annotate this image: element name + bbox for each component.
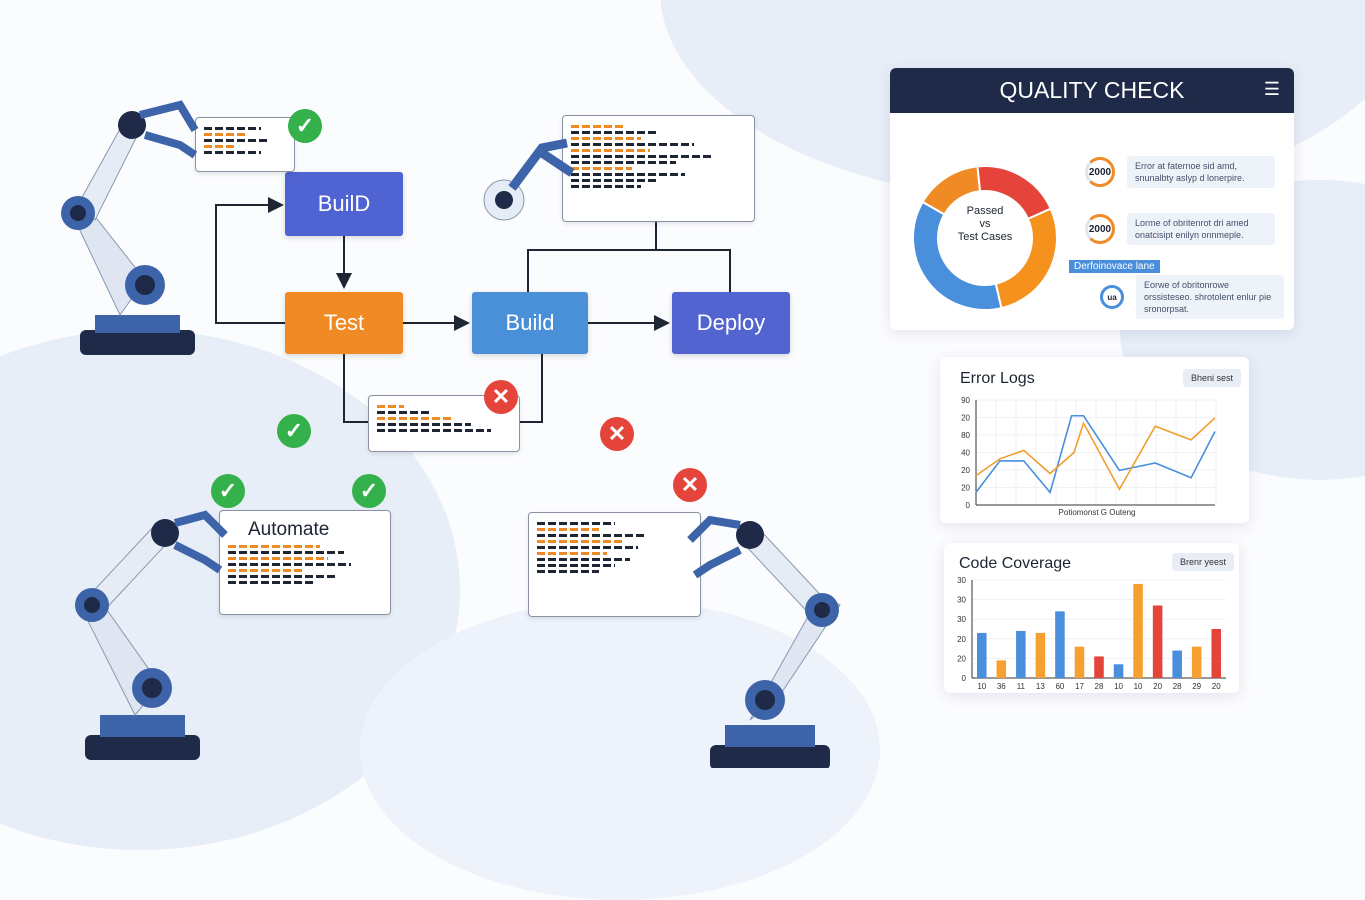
code-snippet bbox=[528, 512, 701, 617]
flow-node-deploy[interactable]: Deploy bbox=[672, 292, 790, 354]
bar bbox=[1113, 664, 1124, 678]
donut-label-line: Test Cases bbox=[957, 231, 1013, 243]
x-tick-label: 10 bbox=[1134, 682, 1143, 691]
x-axis-label: Potiomonst G Outeng bbox=[1059, 508, 1136, 517]
donut-label-line: Passed bbox=[966, 205, 1004, 217]
x-tick-label: 17 bbox=[1075, 682, 1084, 691]
x-tick-label: 36 bbox=[997, 682, 1006, 691]
x-tick-label: 28 bbox=[1173, 682, 1182, 691]
performance-label: Derfoinovace lane bbox=[1069, 260, 1160, 273]
y-tick-label: 20 bbox=[957, 635, 966, 644]
quality-header: QUALITY CHECK ☰ bbox=[890, 68, 1294, 113]
quality-check-panel: QUALITY CHECK ☰ Passed vs Test Cases 200… bbox=[890, 68, 1294, 330]
x-tick-label: 10 bbox=[1114, 682, 1123, 691]
stat-ring: 2000 bbox=[1085, 157, 1115, 187]
y-tick-label: 20 bbox=[961, 466, 970, 475]
robot-arm-icon bbox=[75, 510, 228, 760]
error-x-icon: ✕ bbox=[673, 468, 707, 502]
stat-row: 2000 Error at faternoe sid amd, snunalbty… bbox=[1085, 156, 1275, 188]
bar bbox=[1133, 583, 1143, 678]
flow-node-build-1[interactable]: BuilD bbox=[285, 172, 403, 236]
bar bbox=[1094, 656, 1104, 678]
bar bbox=[1055, 611, 1065, 678]
y-tick-label: 90 bbox=[961, 396, 970, 405]
check-icon: ✓ bbox=[288, 109, 322, 143]
bar bbox=[1172, 650, 1182, 678]
code-snippet bbox=[195, 117, 295, 172]
x-tick-label: 20 bbox=[1212, 682, 1221, 691]
bar bbox=[1035, 632, 1046, 678]
flow-node-test[interactable]: Test bbox=[285, 292, 403, 354]
y-tick-label: 0 bbox=[966, 501, 971, 510]
bar bbox=[977, 632, 987, 678]
donut-label-line: vs bbox=[979, 218, 991, 230]
x-tick-label: 28 bbox=[1095, 682, 1104, 691]
donut-center-label: Passed vs Test Cases bbox=[950, 205, 1020, 244]
bar bbox=[1191, 646, 1202, 678]
donut-segment bbox=[912, 200, 1003, 311]
y-tick-label: 30 bbox=[957, 576, 966, 585]
code-coverage-chart: 0 20 20 30 30 30 10 36 11 13 60 17 28 10 10 20 28 29 20 bbox=[957, 576, 1226, 691]
stat-row: ua Eorwe of obritonrowe orssisteseo. shro… bbox=[1100, 275, 1284, 319]
x-tick-label: 10 bbox=[977, 682, 986, 691]
robot-arm-icon bbox=[61, 100, 199, 355]
flow-connectors bbox=[215, 197, 731, 423]
donut-chart bbox=[912, 165, 1058, 311]
line-series-blue bbox=[975, 414, 1216, 495]
check-icon: ✓ bbox=[211, 474, 245, 508]
y-tick-label: 30 bbox=[957, 615, 966, 624]
code-coverage-button[interactable]: Brenr yeest bbox=[1172, 553, 1235, 571]
y-tick-label: 30 bbox=[957, 596, 966, 605]
bar bbox=[1016, 630, 1026, 678]
x-tick-label: 20 bbox=[1153, 682, 1162, 691]
flow-node-build-2[interactable]: Build bbox=[472, 292, 588, 354]
x-tick-label: 60 bbox=[1055, 682, 1064, 691]
error-x-icon: ✕ bbox=[600, 417, 634, 451]
check-icon: ✓ bbox=[352, 474, 386, 508]
error-logs-button[interactable]: Bheni sest bbox=[1183, 369, 1242, 387]
bar bbox=[1211, 629, 1221, 678]
y-tick-label: 40 bbox=[961, 449, 970, 458]
stat-row: 2000 Lorme of obritenrot dri amed onatcis… bbox=[1085, 213, 1275, 245]
code-coverage-panel: Code Coverage Brenr yeest 0 20 20 30 30 30 10 3… bbox=[944, 543, 1239, 693]
code-snippet bbox=[562, 115, 755, 222]
bar bbox=[1074, 646, 1085, 678]
bar bbox=[996, 660, 1007, 678]
x-tick-label: 11 bbox=[1017, 682, 1026, 691]
bar bbox=[1152, 605, 1163, 678]
menu-icon[interactable]: ☰ bbox=[1263, 79, 1280, 99]
stat-ring: 2000 bbox=[1085, 214, 1115, 244]
x-tick-label: 13 bbox=[1036, 682, 1045, 691]
y-tick-label: 80 bbox=[961, 431, 970, 440]
y-tick-label: 20 bbox=[961, 484, 970, 493]
y-tick-label: 0 bbox=[962, 674, 967, 683]
robot-arm-icon bbox=[483, 138, 575, 221]
y-tick-label: 20 bbox=[961, 414, 970, 423]
y-tick-label: 20 bbox=[957, 654, 966, 663]
x-tick-label: 29 bbox=[1192, 682, 1201, 691]
line-series-orange bbox=[975, 417, 1216, 491]
error-x-icon: ✕ bbox=[484, 380, 518, 414]
stat-ring: ua bbox=[1100, 285, 1124, 309]
quality-title: QUALITY CHECK bbox=[999, 77, 1185, 103]
stat-text: Eorwe of obritonrowe orssisteseo. shroto… bbox=[1136, 275, 1284, 319]
automate-code-card: Automate bbox=[219, 510, 391, 615]
error-logs-title: Error Logs bbox=[960, 370, 1035, 387]
stat-text: Error at faternoe sid amd, snunalbty asl… bbox=[1127, 156, 1275, 188]
code-coverage-title: Code Coverage bbox=[959, 555, 1072, 572]
robot-arm-icon bbox=[687, 515, 841, 768]
check-icon: ✓ bbox=[277, 414, 311, 448]
automate-label: Automate bbox=[248, 519, 330, 540]
stat-text: Lorme of obritenrot dri amed onatcisipt … bbox=[1127, 213, 1275, 245]
